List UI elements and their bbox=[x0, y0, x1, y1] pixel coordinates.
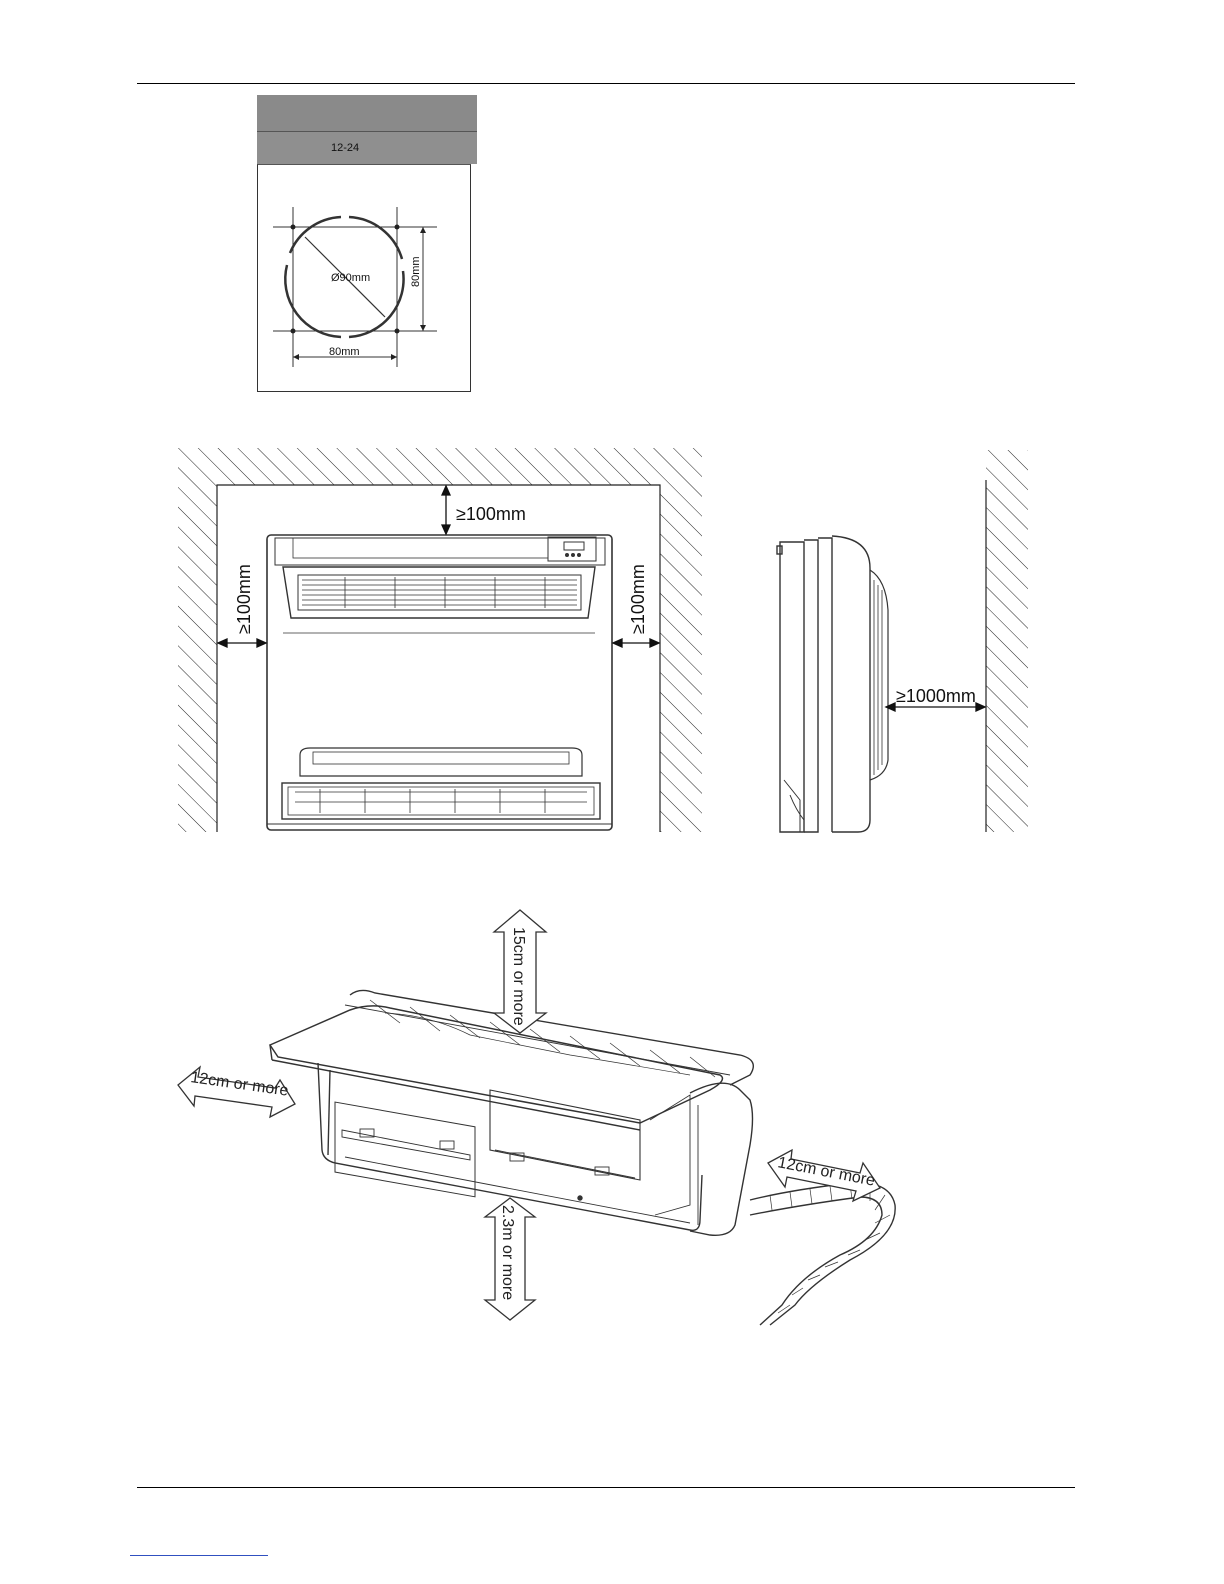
horizontal-spacing-label: 80mm bbox=[329, 346, 360, 358]
floor-clearance-text: 2.3m or more bbox=[499, 1205, 516, 1300]
console-unit-front bbox=[267, 535, 612, 830]
left-clearance-label: ≥100mm bbox=[234, 564, 254, 634]
footer-rule bbox=[137, 1487, 1075, 1488]
right-clearance-label: ≥100mm bbox=[628, 564, 648, 634]
header-rule bbox=[137, 83, 1075, 84]
wall-unit-clearance-diagram: 15cm or more 2.3m or more 12cm or more 1… bbox=[170, 905, 910, 1335]
console-unit-side bbox=[777, 536, 888, 832]
side-wall-hatch bbox=[986, 450, 1028, 832]
side-clearance-diagram: ≥1000mm bbox=[770, 450, 1035, 835]
hole-diagram: Ø90mm 80mm 80mm bbox=[257, 95, 477, 391]
top-clearance-label: ≥100mm bbox=[456, 504, 526, 524]
front-clearance-diagram: ≥100mm ≥100mm ≥100mm bbox=[170, 440, 710, 835]
vertical-spacing-label: 80mm bbox=[410, 256, 422, 287]
front-clearance-label: ≥1000mm bbox=[896, 686, 976, 706]
mounting-hole-table: 12-24 bbox=[257, 95, 477, 391]
footer-link-underline bbox=[130, 1555, 268, 1556]
hole-diameter-label: Ø90mm bbox=[331, 272, 370, 284]
top-clearance-text: 15cm or more bbox=[510, 927, 527, 1026]
